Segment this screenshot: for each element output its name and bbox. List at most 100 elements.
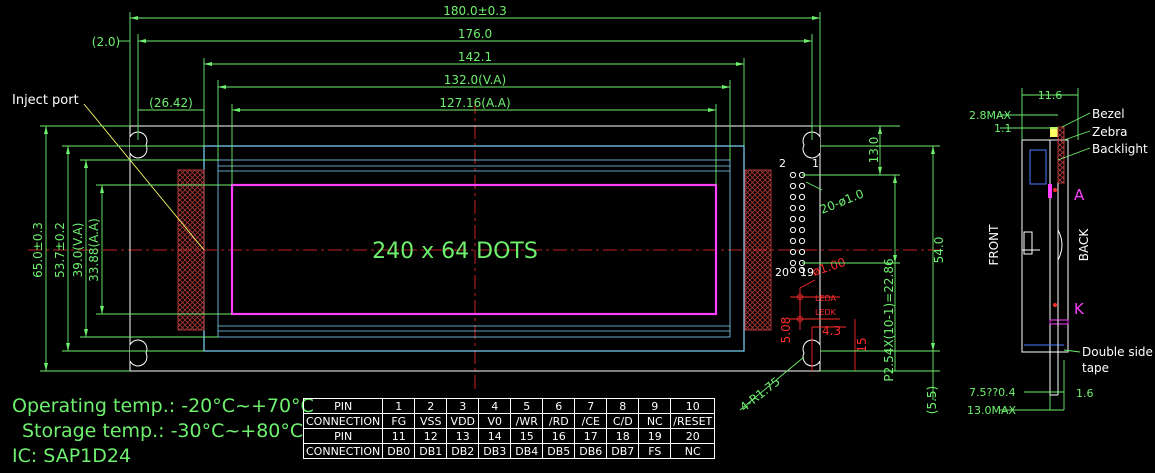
dim-led-hole: ø1.00 xyxy=(811,255,848,279)
pin-row-header: PIN xyxy=(302,398,384,414)
dim-top-margin: 13.0 xyxy=(867,137,881,164)
dim-overall-width: 180.0±0.3 xyxy=(443,4,507,18)
dim-total-thickness: 11.6 xyxy=(1038,89,1063,102)
left-dimensions xyxy=(40,125,232,372)
table-row: PIN 1 2 3 4 5 6 7 8 9 10 xyxy=(302,398,716,414)
dim-pin-span: 54.0 xyxy=(932,237,946,264)
dim-hole-offset: (2.0) xyxy=(92,35,120,49)
right-zebra xyxy=(744,169,772,331)
table-cell: C/D xyxy=(606,413,640,429)
table-cell: NC xyxy=(638,413,672,429)
dim-bottom-margin: (5.5) xyxy=(925,386,939,414)
table-cell: FS xyxy=(638,443,672,459)
table-cell: /RD xyxy=(542,413,576,429)
led-pads xyxy=(790,279,856,371)
table-cell: 17 xyxy=(574,428,608,444)
dim-view-area-width: 132.0(V.A) xyxy=(444,73,506,87)
dim-hole-pitch: 176.0 xyxy=(458,27,492,41)
table-cell: 18 xyxy=(606,428,640,444)
table-cell: NC xyxy=(670,443,716,459)
table-cell: DB0 xyxy=(382,443,416,459)
table-cell: 2 xyxy=(414,398,448,414)
pin-19-label: 19 xyxy=(800,266,814,279)
side-view xyxy=(1021,126,1069,396)
table-cell: 13 xyxy=(446,428,480,444)
storage-temp: Storage temp.: -30°C~+80°C xyxy=(22,420,304,442)
table-cell: 15 xyxy=(510,428,544,444)
table-cell: 12 xyxy=(414,428,448,444)
table-cell: 19 xyxy=(638,428,672,444)
table-cell: V0 xyxy=(478,413,512,429)
ic-label: IC: SAP1D24 xyxy=(12,445,132,467)
connector-pads xyxy=(789,171,806,274)
dim-overall-height: 65.0±0.3 xyxy=(31,222,45,278)
pin-20-label: 20 xyxy=(775,266,789,279)
table-row: CONNECTION FG VSS VDD V0 /WR /RD /CE C/D… xyxy=(302,413,716,429)
leda-label: LEDA xyxy=(815,294,837,303)
table-row: CONNECTION DB0 DB1 DB2 DB3 DB4 DB5 DB6 D… xyxy=(302,443,716,459)
dim-bezel-height: 53.7±0.2 xyxy=(53,222,67,278)
table-cell: 20 xyxy=(670,428,716,444)
table-cell: 6 xyxy=(542,398,576,414)
dim-active-area-width: 127.16(A.A) xyxy=(439,96,510,110)
dim-led-spacing: 4.3 xyxy=(822,324,841,338)
dim-bottom: 7.5??0.4 xyxy=(969,386,1016,399)
view-area-outline xyxy=(217,159,731,338)
bezel-label: Bezel xyxy=(1092,107,1125,121)
display-text: 240 x 64 DOTS xyxy=(372,239,538,264)
dim-hole-radius: 4-R1.75 xyxy=(737,374,783,414)
dimension-arrows xyxy=(130,16,820,112)
table-cell: 11 xyxy=(382,428,416,444)
dim-pad-hole: 20-ø1.0 xyxy=(818,187,866,217)
inject-port-label: Inject port xyxy=(12,93,79,108)
table-cell: FG xyxy=(382,413,416,429)
mounting-holes xyxy=(129,131,821,367)
connection-row-header: CONNECTION xyxy=(302,443,384,459)
left-zebra xyxy=(177,169,205,331)
dim-pin-pitch: P2.54X(10-1)=22.86 xyxy=(882,258,896,381)
dim-bottom-max: 13.0MAX xyxy=(967,404,1017,417)
top-dimensions xyxy=(118,12,821,185)
tape-label-line2: tape xyxy=(1082,361,1109,375)
dim-view-area-height: 39.0(V.A) xyxy=(71,223,85,278)
table-cell: DB6 xyxy=(574,443,608,459)
dim-left-offset: (26.42) xyxy=(149,96,193,110)
pin-row-header: PIN xyxy=(302,428,384,444)
side-view-dimensions xyxy=(1000,88,1091,411)
pin-table: PIN 1 2 3 4 5 6 7 8 9 10 CONNECTION FG V… xyxy=(302,398,716,459)
table-cell: 5 xyxy=(510,398,544,414)
dim-active-area-height: 33.88(A.A) xyxy=(87,218,101,282)
backlight-label: Backlight xyxy=(1092,142,1148,156)
table-cell: 16 xyxy=(542,428,576,444)
pcb-outline xyxy=(129,125,821,372)
table-cell: 4 xyxy=(478,398,512,414)
table-cell: DB5 xyxy=(542,443,576,459)
pin-2-label: 2 xyxy=(779,157,786,170)
dim-max-thickness: 2.8MAX xyxy=(969,109,1012,122)
dim-led-offset: 5.08 xyxy=(779,317,793,344)
table-cell: VSS xyxy=(414,413,448,429)
table-cell: DB1 xyxy=(414,443,448,459)
dim-pin-length: 1.6 xyxy=(1076,387,1094,400)
operating-temp: Operating temp.: -20°C~+70°C xyxy=(12,395,314,417)
table-cell: /CE xyxy=(574,413,608,429)
ledk-label: LEDK xyxy=(815,308,837,317)
table-row: PIN 11 12 13 14 15 16 17 18 19 20 xyxy=(302,428,716,444)
pin-1-label: 1 xyxy=(812,157,819,170)
table-cell: DB4 xyxy=(510,443,544,459)
table-cell: DB7 xyxy=(606,443,640,459)
table-cell: /WR xyxy=(510,413,544,429)
active-area xyxy=(230,183,718,316)
table-cell: 3 xyxy=(446,398,480,414)
inject-port-leader xyxy=(83,103,205,251)
table-cell: /RESET xyxy=(670,413,716,429)
dim-led-height: 15 xyxy=(855,337,869,352)
dim-bezel-width: 142.1 xyxy=(458,50,492,64)
table-cell: 1 xyxy=(382,398,416,414)
notes: Operating temp.: -20°C~+70°C Storage tem… xyxy=(12,394,314,469)
tape-label-line1: Double side xyxy=(1082,345,1153,359)
dim-bezel-gap: 1.1 xyxy=(994,122,1012,135)
table-cell: DB3 xyxy=(478,443,512,459)
table-cell: 9 xyxy=(638,398,672,414)
connection-row-header: CONNECTION xyxy=(302,413,384,429)
